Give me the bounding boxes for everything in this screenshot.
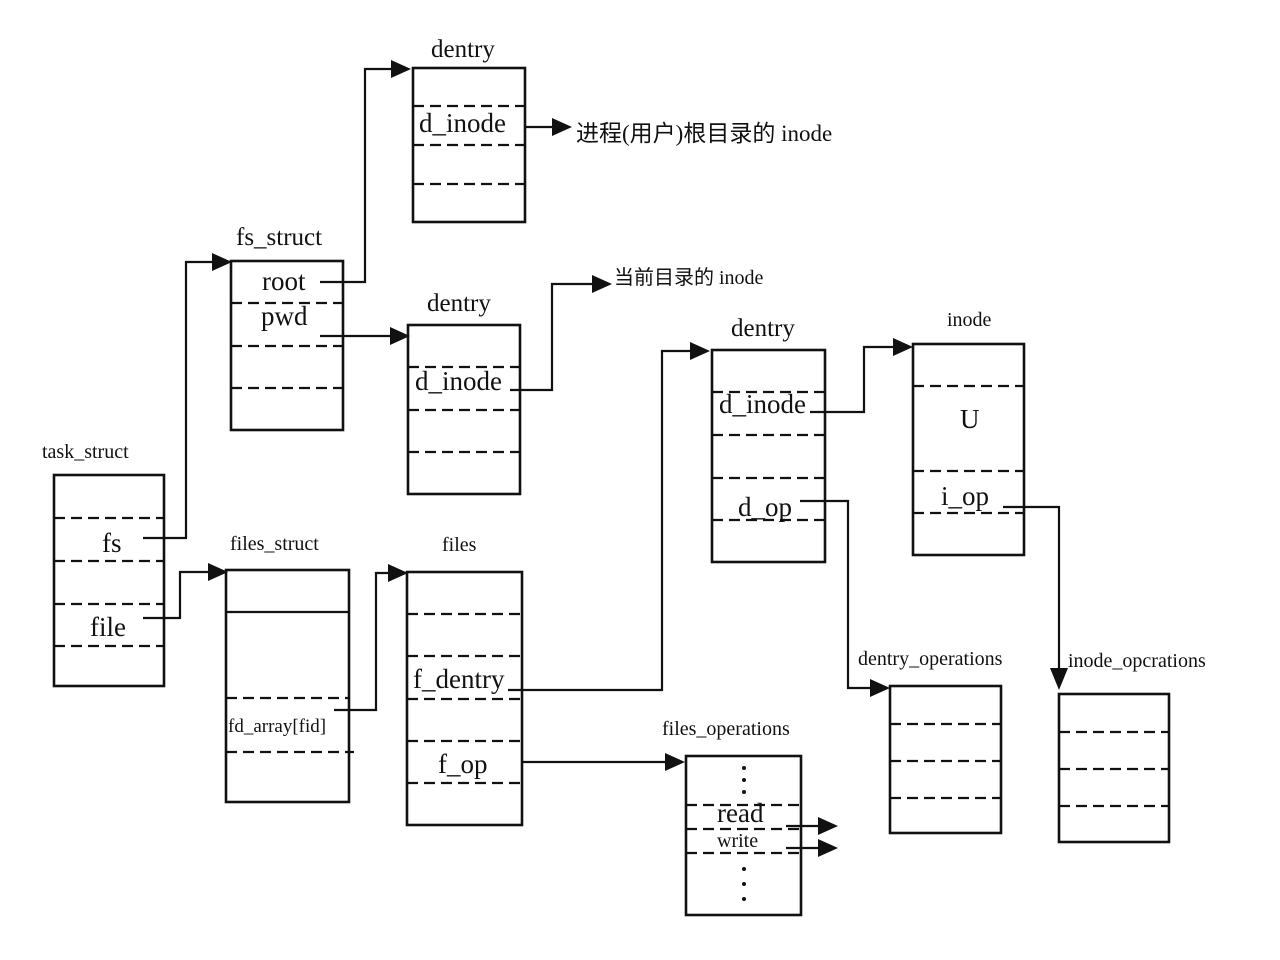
files-struct-field-fd-array: fd_array[fid] bbox=[228, 716, 326, 737]
arrow-d-op-to-dentry-operations bbox=[800, 499, 870, 690]
root-inode-note: 进程(用户)根目录的 inode bbox=[576, 121, 832, 146]
arrowhead bbox=[390, 327, 410, 345]
arrowhead bbox=[1050, 668, 1068, 690]
dentry-root-block: dentry d_inode bbox=[411, 36, 527, 224]
files-operations-title: files_operations bbox=[662, 718, 790, 740]
files-struct-block: files_struct fd_array[fid] bbox=[224, 533, 354, 804]
files-operations-field-write: write bbox=[717, 830, 758, 852]
arrowhead bbox=[391, 60, 411, 78]
dentry-pwd-field-d-inode: d_inode bbox=[415, 366, 502, 396]
dentry-file-field-d-inode: d_inode bbox=[719, 389, 806, 419]
ellipsis-top bbox=[742, 766, 746, 794]
arrow-root-to-dentry bbox=[320, 67, 392, 284]
dentry-pwd-block: dentry d_inode bbox=[406, 290, 522, 496]
files-struct-title: files_struct bbox=[230, 533, 319, 555]
arrow-d-inode-to-inode bbox=[810, 345, 893, 414]
fs-struct-field-root: root bbox=[262, 266, 306, 296]
dentry-operations-box bbox=[888, 684, 1003, 835]
cwd-inode-note: 当前目录的 inode bbox=[614, 266, 764, 289]
dentry-root-title: dentry bbox=[431, 36, 495, 63]
files-operations-box bbox=[684, 754, 803, 917]
arrowhead bbox=[388, 564, 408, 582]
arrowhead bbox=[818, 817, 838, 835]
arrowhead bbox=[665, 753, 685, 771]
arrowhead bbox=[592, 275, 612, 293]
arrowhead bbox=[870, 679, 890, 697]
files-struct-box bbox=[224, 568, 351, 804]
files-operations-field-read: read bbox=[717, 798, 764, 828]
fs-struct-field-pwd: pwd bbox=[261, 301, 308, 331]
inode-operations-block: inode_opcrations bbox=[1057, 650, 1206, 844]
inode-box bbox=[911, 342, 1026, 557]
inode-title: inode bbox=[947, 309, 992, 331]
arrowhead bbox=[893, 338, 913, 356]
dentry-file-box bbox=[710, 348, 827, 564]
task-struct-field-file: file bbox=[90, 612, 126, 642]
arrow-fs-to-fs-struct bbox=[143, 260, 214, 540]
inode-block: inode U i_op bbox=[911, 309, 1026, 557]
files-title: files bbox=[442, 534, 477, 556]
arrow-f-dentry-to-dentry bbox=[508, 349, 690, 692]
arrowhead bbox=[208, 563, 228, 581]
task-struct-title: task_struct bbox=[42, 441, 129, 463]
dentry-operations-title: dentry_operations bbox=[858, 648, 1003, 670]
files-field-f-dentry: f_dentry bbox=[413, 664, 505, 694]
arrow-d-inode-to-cwd-note bbox=[510, 282, 592, 392]
inode-operations-title: inode_opcrations bbox=[1068, 650, 1206, 672]
files-field-f-op: f_op bbox=[438, 749, 488, 779]
inode-field-i-op: i_op bbox=[941, 481, 989, 511]
files-block: files f_dentry f_op bbox=[405, 534, 524, 827]
fs-struct-title: fs_struct bbox=[236, 224, 322, 251]
arrowhead bbox=[690, 342, 710, 360]
inode-field-u: U bbox=[960, 404, 980, 434]
task-struct-block: task_struct fs file bbox=[42, 441, 166, 688]
files-operations-block: files_operations read write bbox=[662, 718, 803, 917]
arrowhead bbox=[552, 118, 572, 136]
arrowhead bbox=[818, 839, 838, 857]
dentry-pwd-title: dentry bbox=[427, 290, 491, 317]
dentry-root-field-d-inode: d_inode bbox=[419, 108, 506, 138]
arrowhead bbox=[212, 253, 232, 271]
arrow-file-to-files-struct bbox=[143, 570, 208, 620]
arrow-i-op-to-inode-operations bbox=[1003, 505, 1061, 670]
task-struct-box bbox=[52, 473, 166, 688]
task-struct-field-fs: fs bbox=[102, 528, 122, 558]
dentry-file-field-d-op: d_op bbox=[738, 492, 792, 522]
arrow-fd-array-to-files bbox=[334, 571, 390, 712]
fs-struct-block: fs_struct root pwd bbox=[229, 224, 345, 432]
dentry-file-block: dentry d_inode d_op bbox=[710, 315, 827, 564]
dentry-file-title: dentry bbox=[731, 315, 795, 342]
dentry-operations-block: dentry_operations bbox=[858, 648, 1003, 835]
ellipsis-bottom bbox=[742, 867, 746, 901]
connectors bbox=[143, 60, 1068, 857]
